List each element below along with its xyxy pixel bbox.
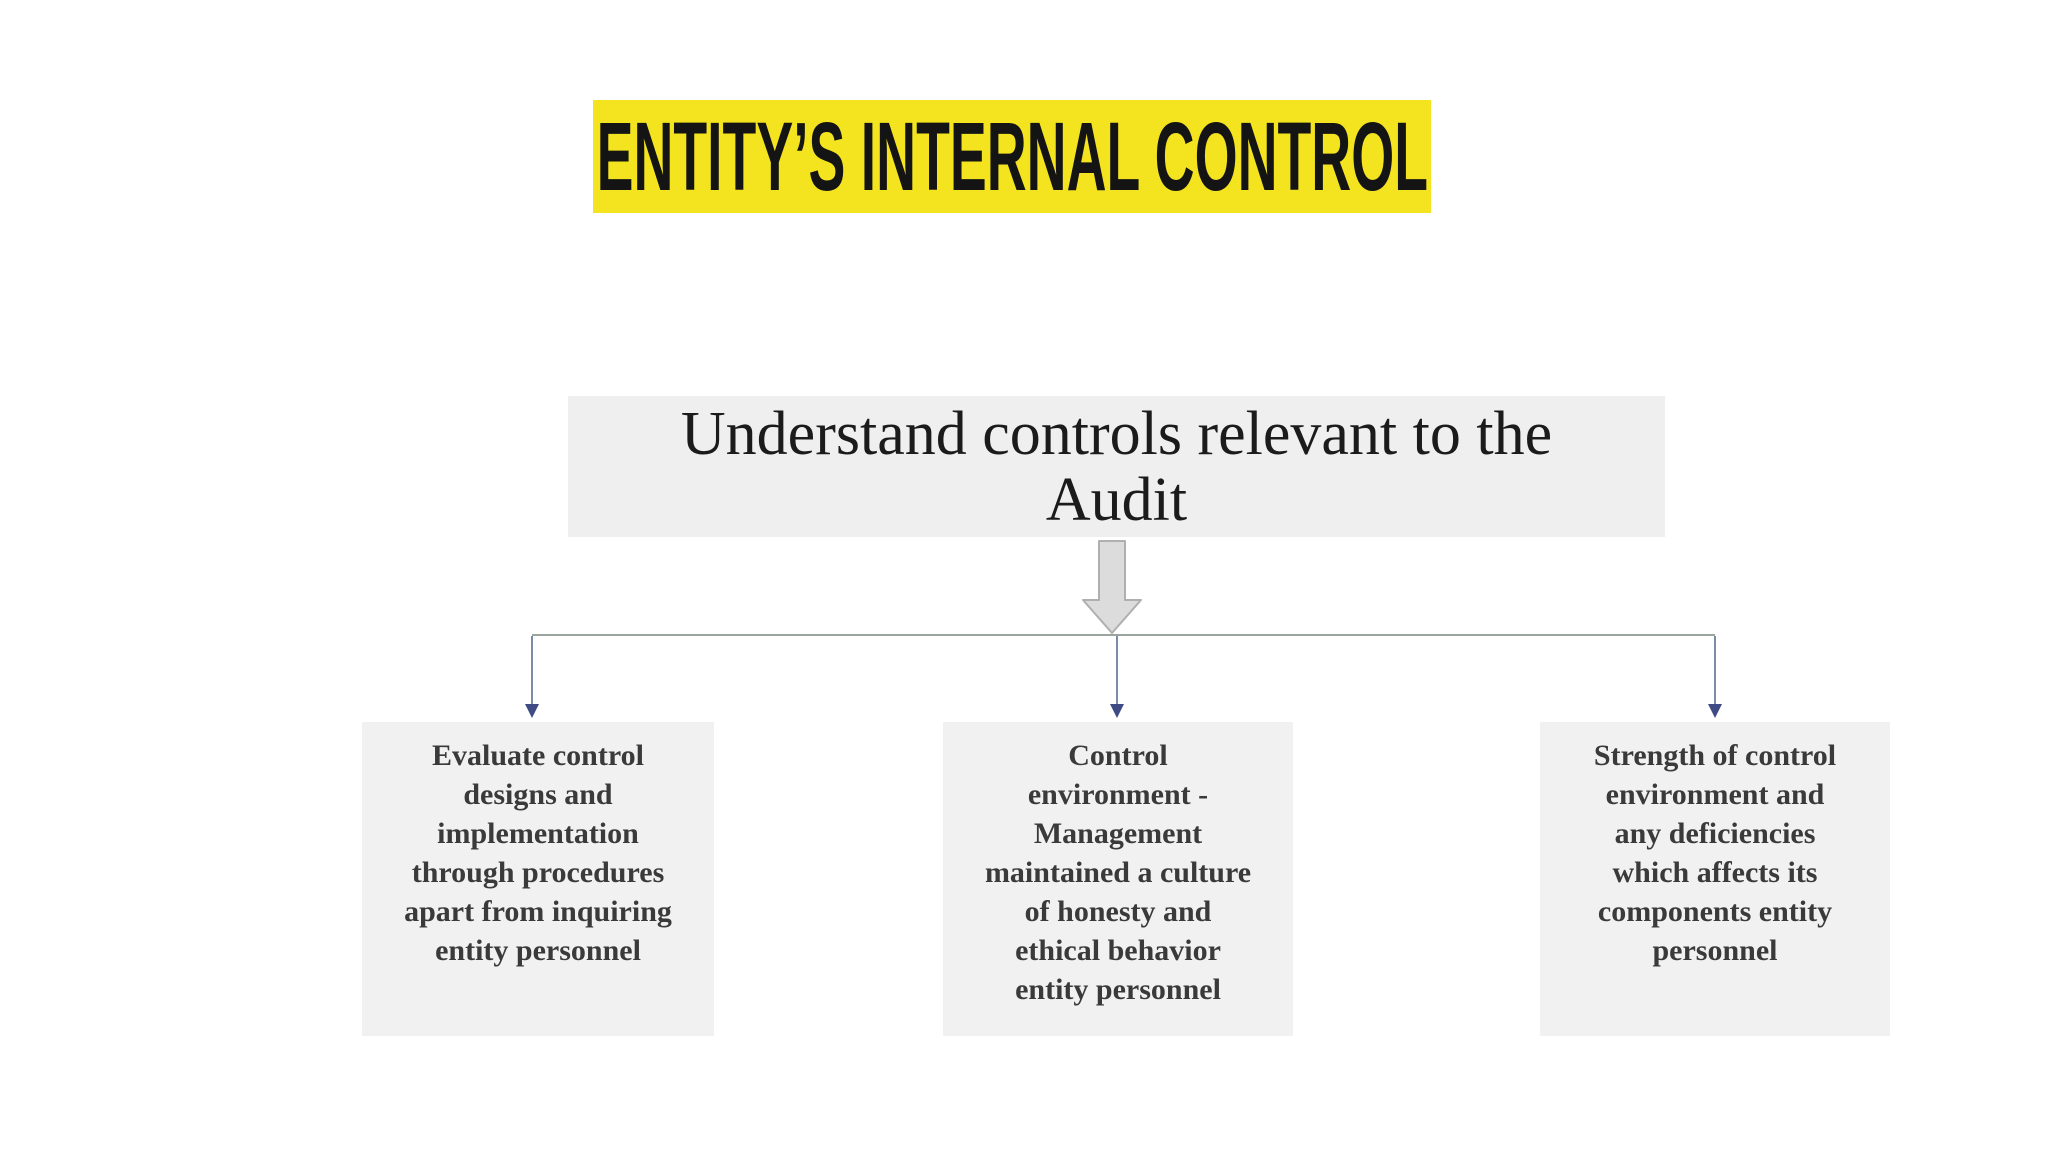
flowchart-box-control-environment-label: Control environment - Management maintai… [984, 739, 1252, 1006]
arrowhead-left-icon [525, 704, 539, 718]
flowchart-box-control-strength: Strength of control environment and any … [1540, 722, 1890, 1036]
flowchart-box-control-strength-label: Strength of control environment and any … [1593, 739, 1837, 967]
arrowhead-middle-icon [1110, 704, 1124, 718]
flowchart-root-label: Understand controls relevant to the Audi… [680, 399, 1553, 534]
flowchart-box-evaluate-controls: Evaluate control designs and implementat… [362, 722, 714, 1036]
flowchart-root-box: Understand controls relevant to the Audi… [568, 396, 1665, 537]
slide-title-highlight: ENTITY’S INTERNAL CONTROL [593, 100, 1431, 213]
flowchart-box-control-environment: Control environment - Management maintai… [943, 722, 1293, 1036]
down-block-arrow-icon [1082, 540, 1142, 634]
flowchart-box-evaluate-controls-label: Evaluate control designs and implementat… [404, 739, 672, 967]
slide-title: ENTITY’S INTERNAL CONTROL [596, 101, 1428, 211]
arrowhead-right-icon [1708, 704, 1722, 718]
